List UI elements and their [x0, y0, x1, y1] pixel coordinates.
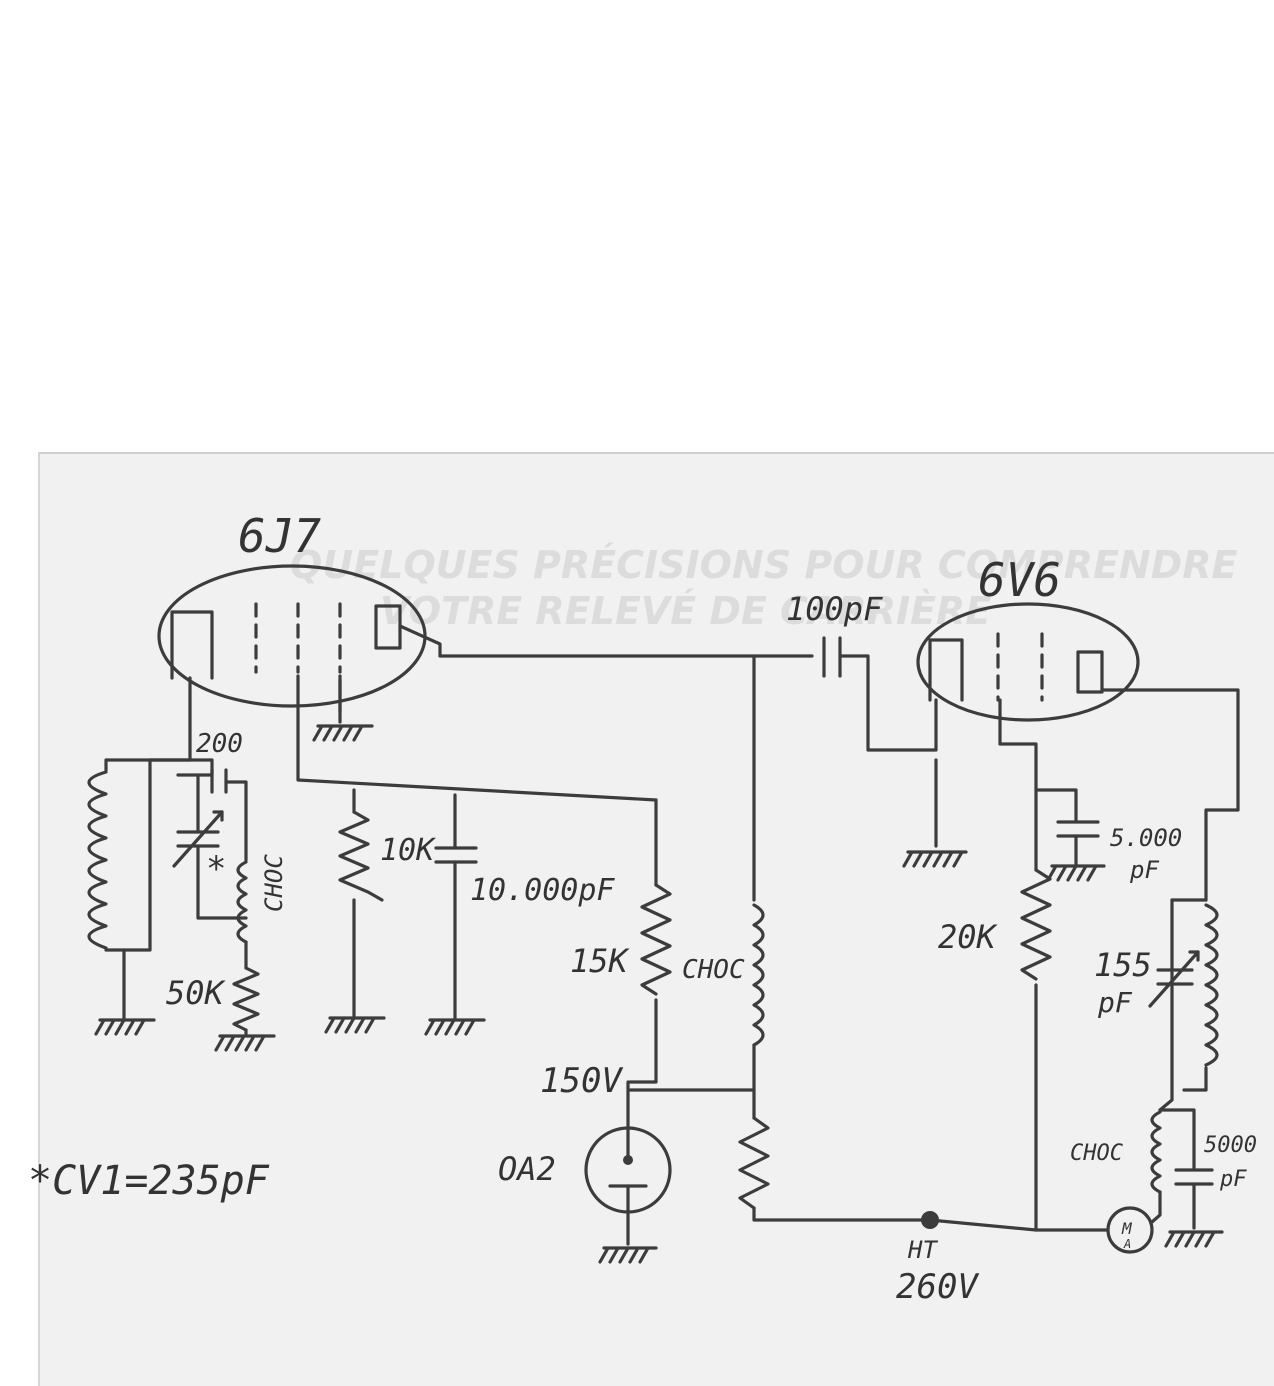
- cap-100pf-label: 100pF: [786, 590, 883, 628]
- cap-200-label: 200: [196, 729, 243, 759]
- tube-6j7-symbol: [157, 564, 427, 708]
- meter-sublabel: A: [1123, 1237, 1131, 1251]
- choke-3-label: CHOC: [1070, 1141, 1124, 1166]
- cap-155-unit: pF: [1097, 986, 1133, 1019]
- tube-6v6-symbol: [916, 602, 1140, 722]
- cap-5000-bottom-unit: pF: [1219, 1167, 1247, 1192]
- cap-5000-top-unit: pF: [1129, 856, 1159, 884]
- tube-6v6-label: 6V6: [978, 553, 1061, 607]
- choke-2-label: CHOC: [260, 854, 288, 912]
- cap-10000pf-label: 10.000pF: [470, 873, 615, 908]
- resistor-15k-label: 15K: [570, 942, 631, 980]
- ht-voltage-label: 260V: [896, 1267, 979, 1307]
- voltage-150v-label: 150V: [540, 1061, 623, 1101]
- resistor-10k-label: 10K: [380, 833, 436, 868]
- tube-6j7-label: 6J7: [238, 509, 321, 563]
- bleed-text-line2: VOTRE RELEVÉ DE CARRIÈRE: [380, 589, 991, 633]
- resistor-50k-label: 50K: [166, 974, 227, 1012]
- resistor-20k-label: 20K: [938, 918, 999, 956]
- choke-1-label: CHOC: [682, 955, 745, 985]
- cv1-note: *CV1=235pF: [28, 1158, 270, 1204]
- cap-5000-bottom-label: 5000: [1204, 1133, 1257, 1158]
- meter-label: M: [1121, 1219, 1133, 1238]
- circuit-wiring: [87, 624, 1240, 1264]
- cap-155-label: 155: [1094, 946, 1152, 984]
- tube-oa2-label: OA2: [498, 1150, 556, 1188]
- ht-label: HT: [907, 1236, 938, 1264]
- bleed-text-line1: QUELQUES PRÉCISIONS POUR COMPRENDRE: [290, 543, 1238, 587]
- cv1-marker: *: [206, 849, 226, 889]
- cap-5000-top-label: 5.000: [1110, 824, 1182, 852]
